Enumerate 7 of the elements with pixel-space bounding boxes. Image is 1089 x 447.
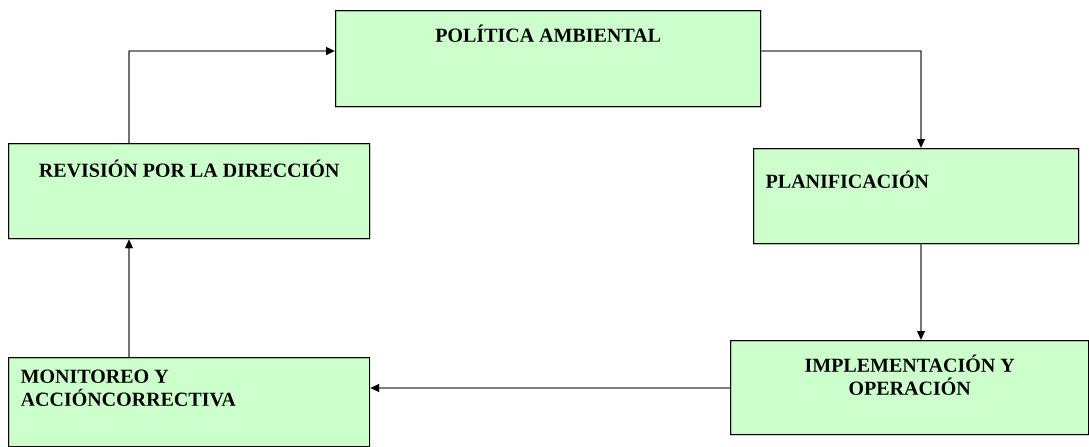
arrow — [760, 50, 926, 148]
process-box: MONITOREO Y ACCIÓNCORRECTIVA — [8, 357, 371, 447]
process-box: PLANIFICACIÓN — [753, 148, 1080, 245]
process-box: POLÍTICA AMBIENTAL — [335, 10, 762, 108]
process-box: REVISIÓN POR LA DIRECCIÓN — [8, 143, 371, 240]
process-box: IMPLEMENTACIÓN Y OPERACIÓN — [730, 340, 1089, 436]
arrow — [128, 46, 335, 144]
